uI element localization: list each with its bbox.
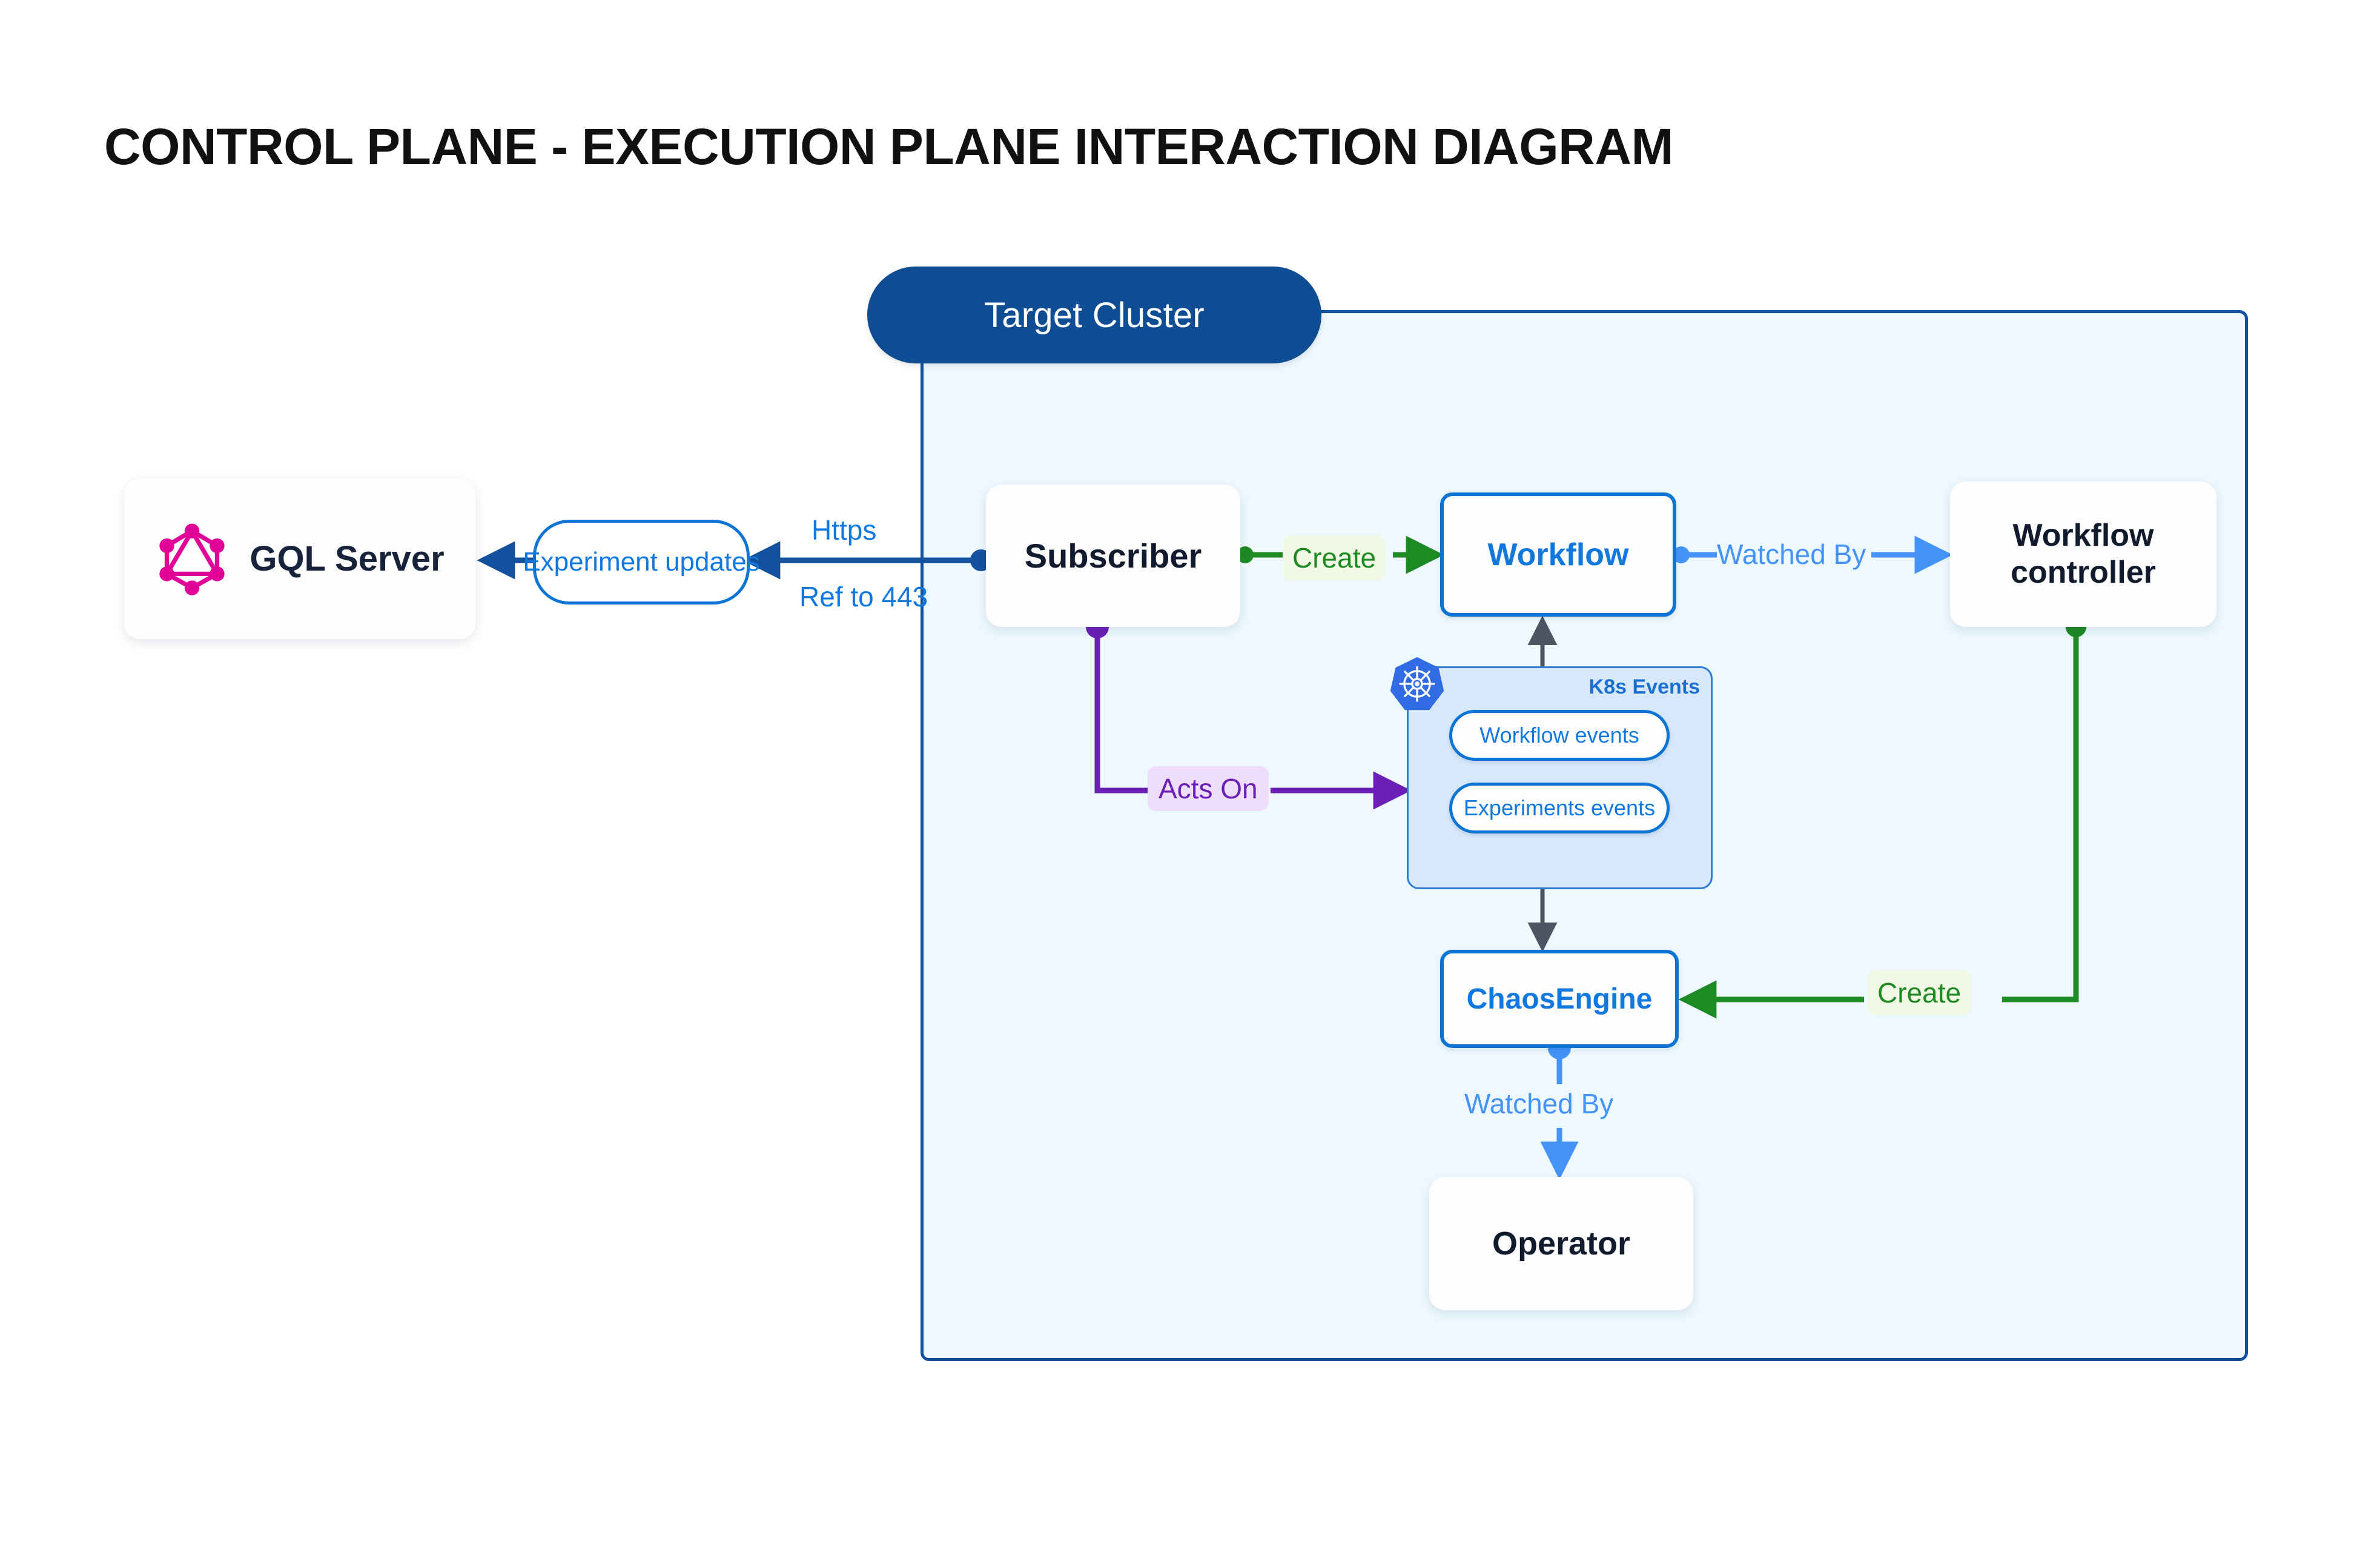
edge-label-watched-by-operator: Watched By — [1464, 1088, 1614, 1119]
node-gql-server[interactable]: GQL Server — [124, 479, 475, 639]
kubernetes-icon — [1390, 657, 1444, 711]
node-operator-label: Operator — [1492, 1225, 1631, 1262]
k8s-event-experiments-events[interactable]: Experiments events — [1449, 783, 1670, 833]
edge-label-create-chaosengine: Create — [1868, 970, 1971, 1015]
edge-label-create-workflow: Create — [1283, 535, 1386, 580]
k8s-event-workflow-events-label: Workflow events — [1479, 723, 1639, 747]
target-cluster-label: Target Cluster — [984, 295, 1205, 335]
edge-label-experiment-updates: Experiment updates — [523, 520, 760, 605]
node-gql-server-label: GQL Server — [250, 539, 445, 578]
k8s-events-group-title: K8s Events — [1588, 675, 1700, 698]
edge-label-acts-on: Acts On — [1148, 766, 1269, 811]
node-subscriber-label: Subscriber — [1024, 537, 1202, 575]
node-workflow-controller-label: Workflow controller — [2011, 517, 2156, 590]
edge-label-watched-by-controller: Watched By — [1717, 538, 1866, 570]
node-chaosengine[interactable]: ChaosEngine — [1440, 950, 1679, 1048]
node-workflow-controller[interactable]: Workflow controller — [1950, 482, 2216, 627]
edge-label-https: Https — [812, 514, 877, 546]
node-subscriber[interactable]: Subscriber — [986, 485, 1240, 627]
k8s-event-workflow-events[interactable]: Workflow events — [1449, 710, 1670, 761]
node-workflow-label: Workflow — [1487, 537, 1629, 572]
k8s-event-experiments-events-label: Experiments events — [1463, 795, 1656, 820]
node-workflow[interactable]: Workflow — [1440, 492, 1676, 617]
node-operator[interactable]: Operator — [1429, 1177, 1693, 1310]
edge-label-ref-to-443: Ref to 443 — [799, 581, 928, 612]
target-cluster-pill[interactable]: Target Cluster — [867, 267, 1321, 363]
node-chaosengine-label: ChaosEngine — [1466, 982, 1653, 1015]
edge-label-experiment-updates-text: Experiment updates — [523, 547, 760, 577]
page-title: CONTROL PLANE - EXECUTION PLANE INTERACT… — [104, 118, 1673, 175]
k8s-events-group: K8s Events — [1407, 666, 1713, 889]
graphql-icon — [159, 523, 225, 595]
